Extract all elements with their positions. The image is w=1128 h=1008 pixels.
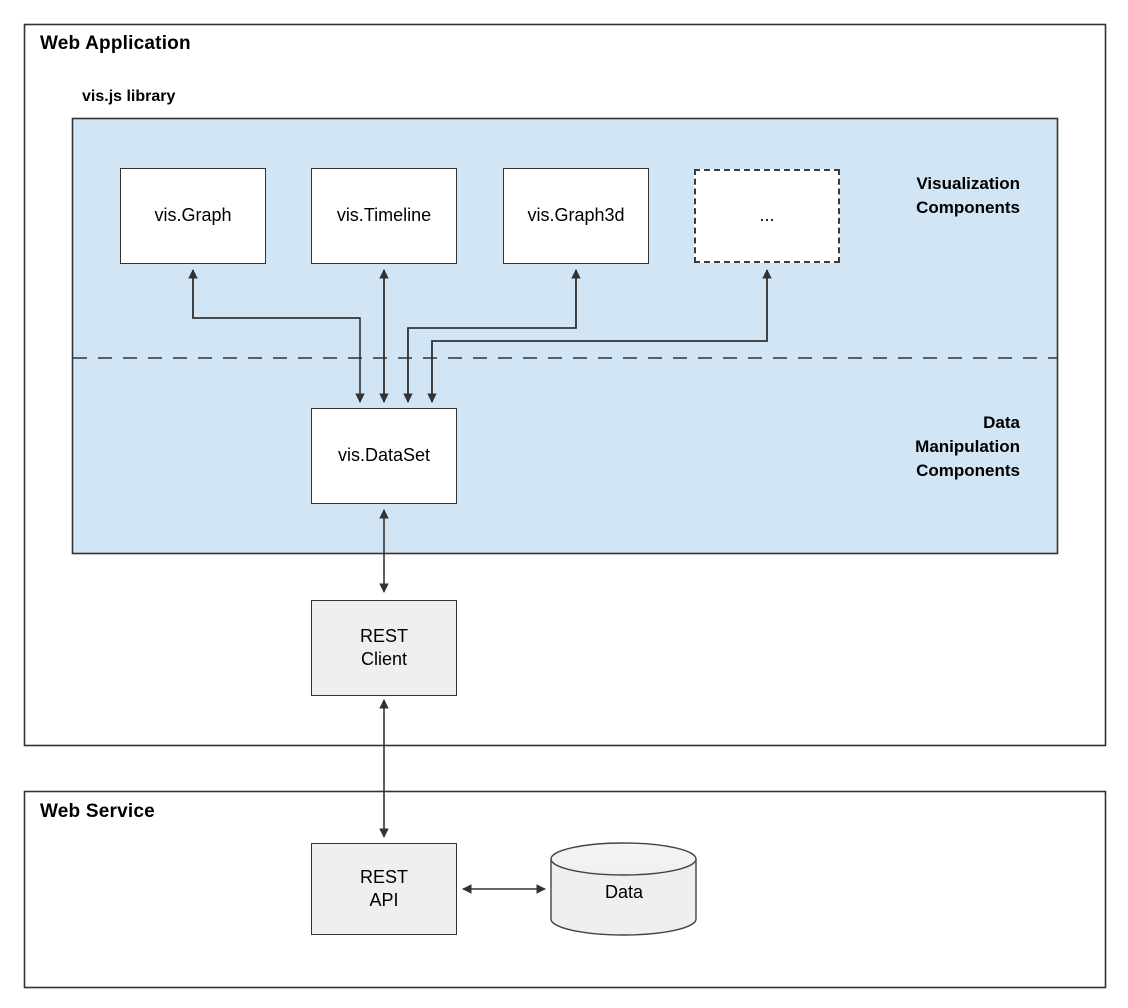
web-application-title: Web Application xyxy=(40,33,191,54)
node-vis-graph3d-label: vis.Graph3d xyxy=(527,205,625,226)
node-more-components-label: ... xyxy=(759,205,775,226)
visualization-components-label: Visualization Components xyxy=(916,174,1020,218)
node-rest-client-label-line2: Client xyxy=(360,649,408,669)
node-vis-dataset-label: vis.DataSet xyxy=(337,445,431,466)
connector-visgraph3d-to-dataset xyxy=(403,270,577,403)
node-vis-dataset[interactable]: vis.DataSet xyxy=(311,408,457,504)
web-service-title: Web Service xyxy=(40,801,155,822)
visjs-library-title: vis.js library xyxy=(82,88,176,105)
node-vis-timeline-label: vis.Timeline xyxy=(336,205,432,226)
data-cylinder-shape xyxy=(550,842,697,936)
node-vis-graph[interactable]: vis.Graph xyxy=(120,168,266,264)
node-rest-client-label-line1: REST xyxy=(359,625,408,646)
connector-visgraph-to-dataset xyxy=(192,270,365,403)
node-rest-client[interactable]: REST Client xyxy=(311,600,457,696)
node-rest-api[interactable]: REST API xyxy=(311,843,457,935)
data-manipulation-components-label: Data Manipulation Components xyxy=(915,413,1020,481)
connector-more-components-to-dataset xyxy=(427,270,768,403)
node-vis-graph3d[interactable]: vis.Graph3d xyxy=(503,168,649,264)
node-more-components[interactable]: ... xyxy=(694,169,840,263)
node-rest-api-label-line1: REST xyxy=(359,866,408,887)
node-data-store-label: Data xyxy=(604,882,644,902)
node-rest-api-label-line2: API xyxy=(369,890,399,910)
node-vis-graph-label: vis.Graph xyxy=(154,205,232,226)
node-vis-timeline[interactable]: vis.Timeline xyxy=(311,168,457,264)
